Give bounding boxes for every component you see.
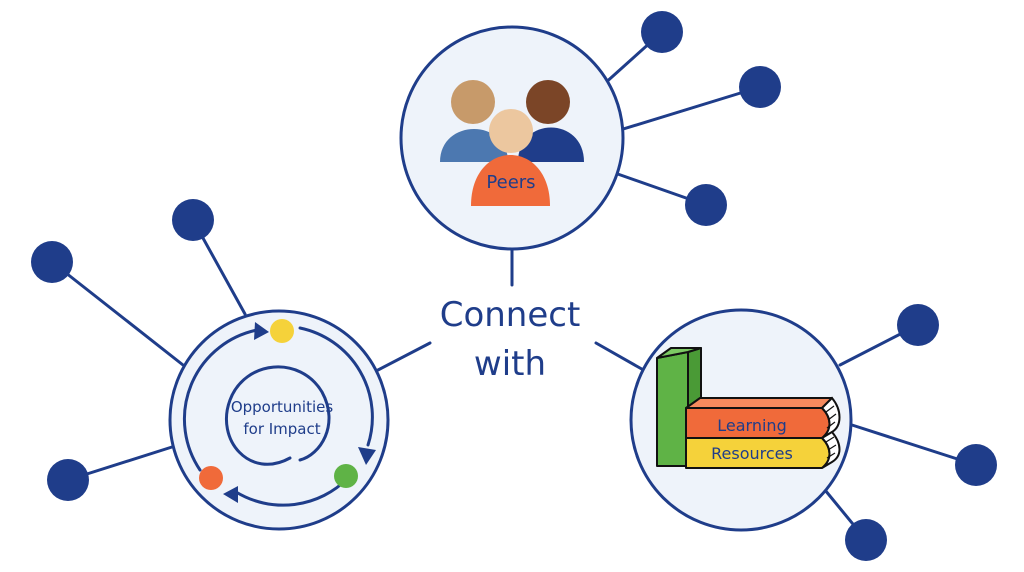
peers-hub: Peers [399, 25, 625, 251]
satellite-dot [845, 519, 887, 561]
center-connectors [376, 245, 649, 374]
yellow-dot [270, 319, 294, 343]
green-dot [334, 464, 358, 488]
connector-to-opportunities [376, 341, 432, 372]
book-resources-icon [685, 430, 841, 469]
opportunities-label-line1: Opportunities [231, 398, 334, 416]
book-resources-label: Resources [711, 444, 793, 463]
cycle-arrows-icon [182, 326, 374, 507]
arrowheads [223, 322, 376, 503]
person-icon [518, 80, 584, 162]
satellite-dot [31, 241, 73, 283]
book-learning-label: Learning [717, 416, 786, 435]
person-icon [471, 109, 550, 206]
satellite-dot [172, 199, 214, 241]
satellite-dot [897, 304, 939, 346]
opportunities-label-line2: for Impact [243, 420, 320, 438]
satellite-dot [685, 184, 727, 226]
satellite-dot [641, 11, 683, 53]
center-title-line1: Connect [440, 295, 581, 335]
center-title-line2: with [474, 344, 546, 384]
opportunities-hub: Opportunities for Impact [168, 309, 390, 531]
satellite-dot [47, 459, 89, 501]
peers-label: Peers [486, 172, 535, 193]
satellite-dot [955, 444, 997, 486]
connector-to-resources [594, 341, 649, 374]
resources-hub: Learning Resources [629, 308, 853, 532]
satellite-dot [739, 66, 781, 108]
satellite-dots [31, 11, 997, 561]
orange-dot [199, 466, 223, 490]
